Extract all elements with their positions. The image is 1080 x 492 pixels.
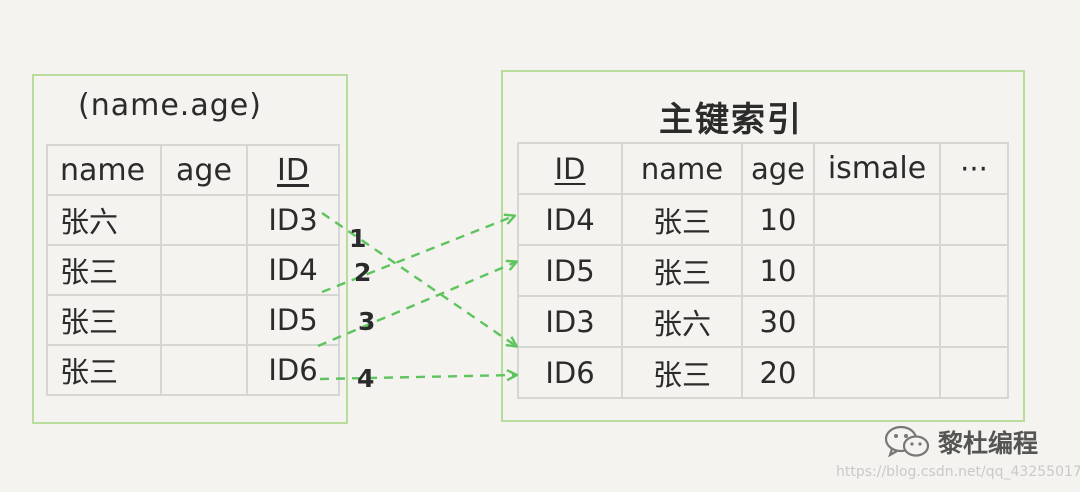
header-name: name bbox=[621, 142, 743, 195]
cell-name: 张三 bbox=[46, 294, 162, 346]
arrow-label-2: 2 bbox=[354, 258, 372, 287]
arrow-4 bbox=[319, 375, 516, 379]
cell-age bbox=[160, 244, 248, 296]
cell-ismale bbox=[813, 193, 941, 246]
primary-index-panel: 主键索引 ID name age ismale ··· ID4 张三 10 ID… bbox=[501, 70, 1025, 422]
arrow-label-4: 4 bbox=[357, 364, 375, 393]
cell-name: 张三 bbox=[621, 244, 743, 297]
cell-age bbox=[160, 194, 248, 246]
watermark-url: https://blog.csdn.net/qq_43255017 bbox=[836, 464, 1080, 480]
table-row: ID3 张六 30 bbox=[517, 295, 1009, 348]
cell-id: ID6 bbox=[246, 344, 340, 396]
table-row: ID5 张三 10 bbox=[517, 244, 1009, 297]
table-row: 张三 ID4 bbox=[46, 244, 340, 296]
cell-age: 30 bbox=[741, 295, 815, 348]
header-ismale: ismale bbox=[813, 142, 941, 195]
cell-age: 20 bbox=[741, 346, 815, 399]
cell-more bbox=[939, 346, 1009, 399]
cell-name: 张三 bbox=[46, 244, 162, 296]
table-row: 张三 ID5 bbox=[46, 294, 340, 346]
arrow-2 bbox=[321, 216, 514, 294]
wechat-icon bbox=[884, 425, 930, 458]
cell-more bbox=[939, 295, 1009, 348]
cell-id: ID4 bbox=[517, 193, 623, 246]
secondary-index-panel: (name.age) name age ID 张六 ID3 张三 ID4 张三 … bbox=[32, 74, 348, 424]
header-more: ··· bbox=[939, 142, 1009, 195]
cell-ismale bbox=[813, 295, 941, 348]
header-name: name bbox=[46, 144, 162, 196]
cell-age bbox=[160, 344, 248, 396]
cell-name: 张三 bbox=[621, 193, 743, 246]
header-age: age bbox=[160, 144, 248, 196]
arrow-label-1: 1 bbox=[349, 224, 367, 253]
cell-name: 张三 bbox=[46, 344, 162, 396]
header-id: ID bbox=[517, 142, 623, 195]
secondary-index-table: name age ID 张六 ID3 张三 ID4 张三 ID5 张三 ID6 bbox=[46, 144, 340, 396]
header-id: ID bbox=[246, 144, 340, 196]
watermark: 黎杜编程 bbox=[884, 424, 1038, 460]
cell-id: ID5 bbox=[246, 294, 340, 346]
table-row: 张六 ID3 bbox=[46, 194, 340, 246]
secondary-index-title: (name.age) bbox=[78, 88, 262, 123]
cell-age: 10 bbox=[741, 244, 815, 297]
table-row: ID6 张三 20 bbox=[517, 346, 1009, 399]
header-age: age bbox=[741, 142, 815, 195]
cell-age bbox=[160, 294, 248, 346]
arrow-1 bbox=[321, 212, 516, 346]
cell-name: 张六 bbox=[621, 295, 743, 348]
cell-id: ID3 bbox=[246, 194, 340, 246]
cell-ismale bbox=[813, 244, 941, 297]
arrow-label-3: 3 bbox=[358, 307, 376, 336]
cell-more bbox=[939, 193, 1009, 246]
table-row: 张三 ID6 bbox=[46, 344, 340, 396]
watermark-name: 黎杜编程 bbox=[938, 429, 1039, 458]
cell-name: 张三 bbox=[621, 346, 743, 399]
cell-id: ID5 bbox=[517, 244, 623, 297]
cell-name: 张六 bbox=[46, 194, 162, 246]
cell-more bbox=[939, 244, 1009, 297]
cell-id: ID4 bbox=[246, 244, 340, 296]
table-row: ID4 张三 10 bbox=[517, 193, 1009, 246]
primary-index-table: ID name age ismale ··· ID4 张三 10 ID5 张三 … bbox=[517, 142, 1009, 399]
cell-id: ID6 bbox=[517, 346, 623, 399]
arrow-3 bbox=[317, 262, 516, 348]
table-header-row: ID name age ismale ··· bbox=[517, 142, 1009, 195]
primary-index-title: 主键索引 bbox=[659, 100, 803, 140]
cell-id: ID3 bbox=[517, 295, 623, 348]
cell-age: 10 bbox=[741, 193, 815, 246]
table-header-row: name age ID bbox=[46, 144, 340, 196]
cell-ismale bbox=[813, 346, 941, 399]
